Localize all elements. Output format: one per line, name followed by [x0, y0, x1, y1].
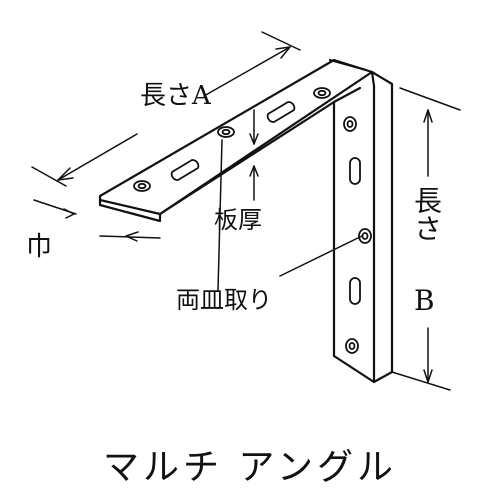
countersunk-label: 両皿取り	[176, 286, 272, 314]
vertical-leg	[158, 70, 394, 384]
plate-thickness-label: 板厚	[214, 206, 262, 234]
length-b-dimension	[391, 87, 461, 391]
vertical-holes	[343, 116, 372, 354]
length-a-label: 長さA	[140, 81, 211, 111]
thickness-dimension	[249, 109, 259, 201]
horizontal-holes	[133, 87, 331, 192]
counter-leaders	[217, 139, 363, 291]
horizontal-leg	[98, 58, 374, 223]
length-b-prefix-label: 長さ	[410, 186, 443, 242]
length-b-letter-label: B	[414, 284, 435, 317]
diagram-caption: マルチ アングル	[102, 447, 397, 488]
width-dimension	[33, 199, 161, 242]
width-label: 巾	[26, 232, 53, 262]
length-a-dimension	[31, 31, 301, 187]
